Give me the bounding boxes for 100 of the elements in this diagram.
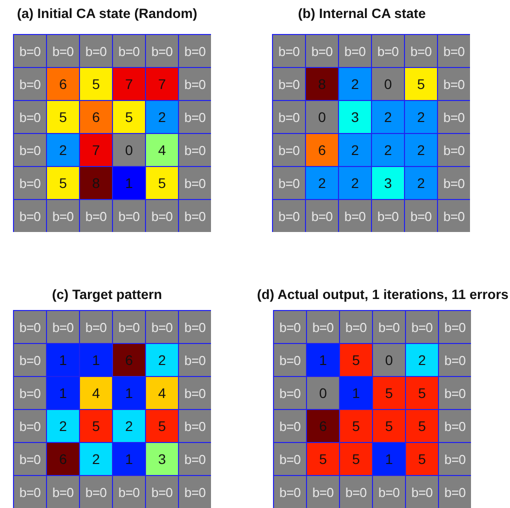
state-cell: 5	[406, 410, 438, 442]
boundary-cell: b=0	[14, 35, 46, 67]
boundary-cell: b=0	[274, 377, 306, 409]
boundary-cell: b=0	[273, 101, 305, 133]
boundary-cell: b=0	[14, 134, 46, 166]
state-cell: 2	[146, 344, 178, 376]
panel-title: (c) Target pattern	[52, 287, 162, 302]
boundary-cell: b=0	[113, 311, 145, 343]
state-cell: 1	[340, 377, 372, 409]
state-cell: 4	[146, 134, 178, 166]
state-cell: 0	[372, 68, 404, 100]
boundary-cell: b=0	[339, 200, 371, 232]
boundary-cell: b=0	[273, 167, 305, 199]
boundary-cell: b=0	[340, 311, 372, 343]
boundary-cell: b=0	[14, 200, 46, 232]
state-cell: 2	[405, 134, 437, 166]
boundary-cell: b=0	[179, 68, 211, 100]
boundary-cell: b=0	[339, 35, 371, 67]
boundary-cell: b=0	[439, 443, 471, 475]
state-cell: 1	[47, 377, 79, 409]
boundary-cell: b=0	[274, 344, 306, 376]
boundary-cell: b=0	[405, 35, 437, 67]
boundary-cell: b=0	[47, 200, 79, 232]
boundary-cell: b=0	[439, 377, 471, 409]
boundary-cell: b=0	[80, 311, 112, 343]
boundary-cell: b=0	[179, 410, 211, 442]
state-cell: 3	[372, 167, 404, 199]
panel-title: (b) Internal CA state	[298, 6, 426, 21]
state-cell: 2	[339, 167, 371, 199]
state-cell: 6	[307, 410, 339, 442]
boundary-cell: b=0	[405, 200, 437, 232]
boundary-cell: b=0	[80, 476, 112, 508]
boundary-cell: b=0	[179, 377, 211, 409]
boundary-cell: b=0	[438, 101, 470, 133]
boundary-cell: b=0	[274, 311, 306, 343]
state-cell: 5	[307, 443, 339, 475]
state-cell: 5	[406, 443, 438, 475]
boundary-cell: b=0	[373, 476, 405, 508]
state-cell: 2	[406, 344, 438, 376]
boundary-cell: b=0	[306, 200, 338, 232]
state-cell: 0	[113, 134, 145, 166]
state-cell: 6	[113, 344, 145, 376]
state-cell: 1	[113, 443, 145, 475]
boundary-cell: b=0	[439, 410, 471, 442]
state-cell: 0	[307, 377, 339, 409]
state-cell: 3	[146, 443, 178, 475]
state-cell: 6	[306, 134, 338, 166]
state-cell: 5	[47, 101, 79, 133]
boundary-cell: b=0	[179, 443, 211, 475]
state-cell: 1	[113, 167, 145, 199]
boundary-cell: b=0	[146, 311, 178, 343]
state-cell: 5	[340, 344, 372, 376]
state-cell: 2	[339, 134, 371, 166]
state-cell: 3	[339, 101, 371, 133]
boundary-cell: b=0	[273, 35, 305, 67]
boundary-cell: b=0	[179, 167, 211, 199]
boundary-cell: b=0	[14, 68, 46, 100]
boundary-cell: b=0	[439, 344, 471, 376]
state-cell: 5	[373, 377, 405, 409]
boundary-cell: b=0	[146, 200, 178, 232]
boundary-cell: b=0	[273, 68, 305, 100]
state-cell: 5	[146, 167, 178, 199]
boundary-cell: b=0	[438, 167, 470, 199]
state-cell: 2	[47, 410, 79, 442]
boundary-cell: b=0	[439, 476, 471, 508]
boundary-cell: b=0	[307, 311, 339, 343]
boundary-cell: b=0	[273, 200, 305, 232]
state-cell: 4	[80, 377, 112, 409]
state-cell: 2	[146, 101, 178, 133]
boundary-cell: b=0	[438, 35, 470, 67]
state-cell: 5	[146, 410, 178, 442]
state-cell: 0	[373, 344, 405, 376]
boundary-cell: b=0	[274, 410, 306, 442]
boundary-cell: b=0	[438, 68, 470, 100]
boundary-cell: b=0	[274, 443, 306, 475]
state-cell: 5	[373, 410, 405, 442]
boundary-cell: b=0	[372, 35, 404, 67]
boundary-cell: b=0	[47, 476, 79, 508]
boundary-cell: b=0	[372, 200, 404, 232]
boundary-cell: b=0	[438, 200, 470, 232]
state-cell: 2	[113, 410, 145, 442]
state-cell: 5	[340, 410, 372, 442]
state-cell: 6	[80, 101, 112, 133]
boundary-cell: b=0	[47, 35, 79, 67]
state-cell: 2	[405, 101, 437, 133]
boundary-cell: b=0	[179, 476, 211, 508]
boundary-cell: b=0	[80, 35, 112, 67]
state-cell: 5	[80, 410, 112, 442]
boundary-cell: b=0	[274, 476, 306, 508]
state-cell: 6	[47, 68, 79, 100]
boundary-cell: b=0	[439, 311, 471, 343]
boundary-cell: b=0	[113, 35, 145, 67]
boundary-cell: b=0	[179, 35, 211, 67]
boundary-cell: b=0	[406, 311, 438, 343]
boundary-cell: b=0	[179, 311, 211, 343]
state-cell: 7	[146, 68, 178, 100]
boundary-cell: b=0	[179, 134, 211, 166]
boundary-cell: b=0	[438, 134, 470, 166]
state-cell: 2	[405, 167, 437, 199]
boundary-cell: b=0	[14, 377, 46, 409]
